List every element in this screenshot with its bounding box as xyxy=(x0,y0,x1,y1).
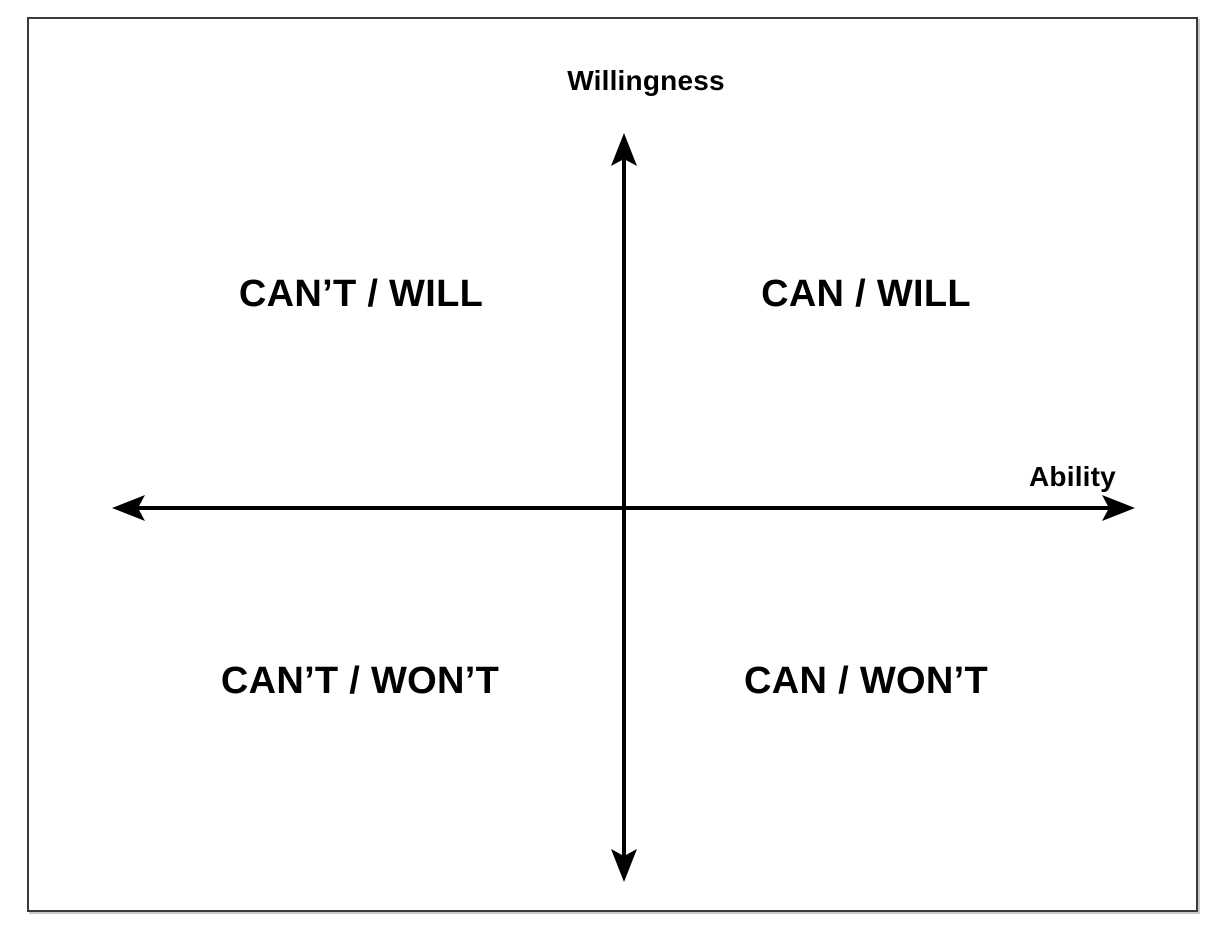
quadrant-label-top-left: CAN’T / WILL xyxy=(238,273,484,315)
slide-frame xyxy=(27,17,1198,912)
axis-title-willingness: Willingness xyxy=(567,65,725,96)
axis-title-ability: Ability xyxy=(1029,461,1116,492)
quadrant-label-bottom-right: CAN / WON’T xyxy=(744,660,988,702)
quadrant-label-top-right: CAN / WILL xyxy=(761,273,971,315)
quadrant-label-bottom-left: CAN’T / WON’T xyxy=(220,660,500,702)
